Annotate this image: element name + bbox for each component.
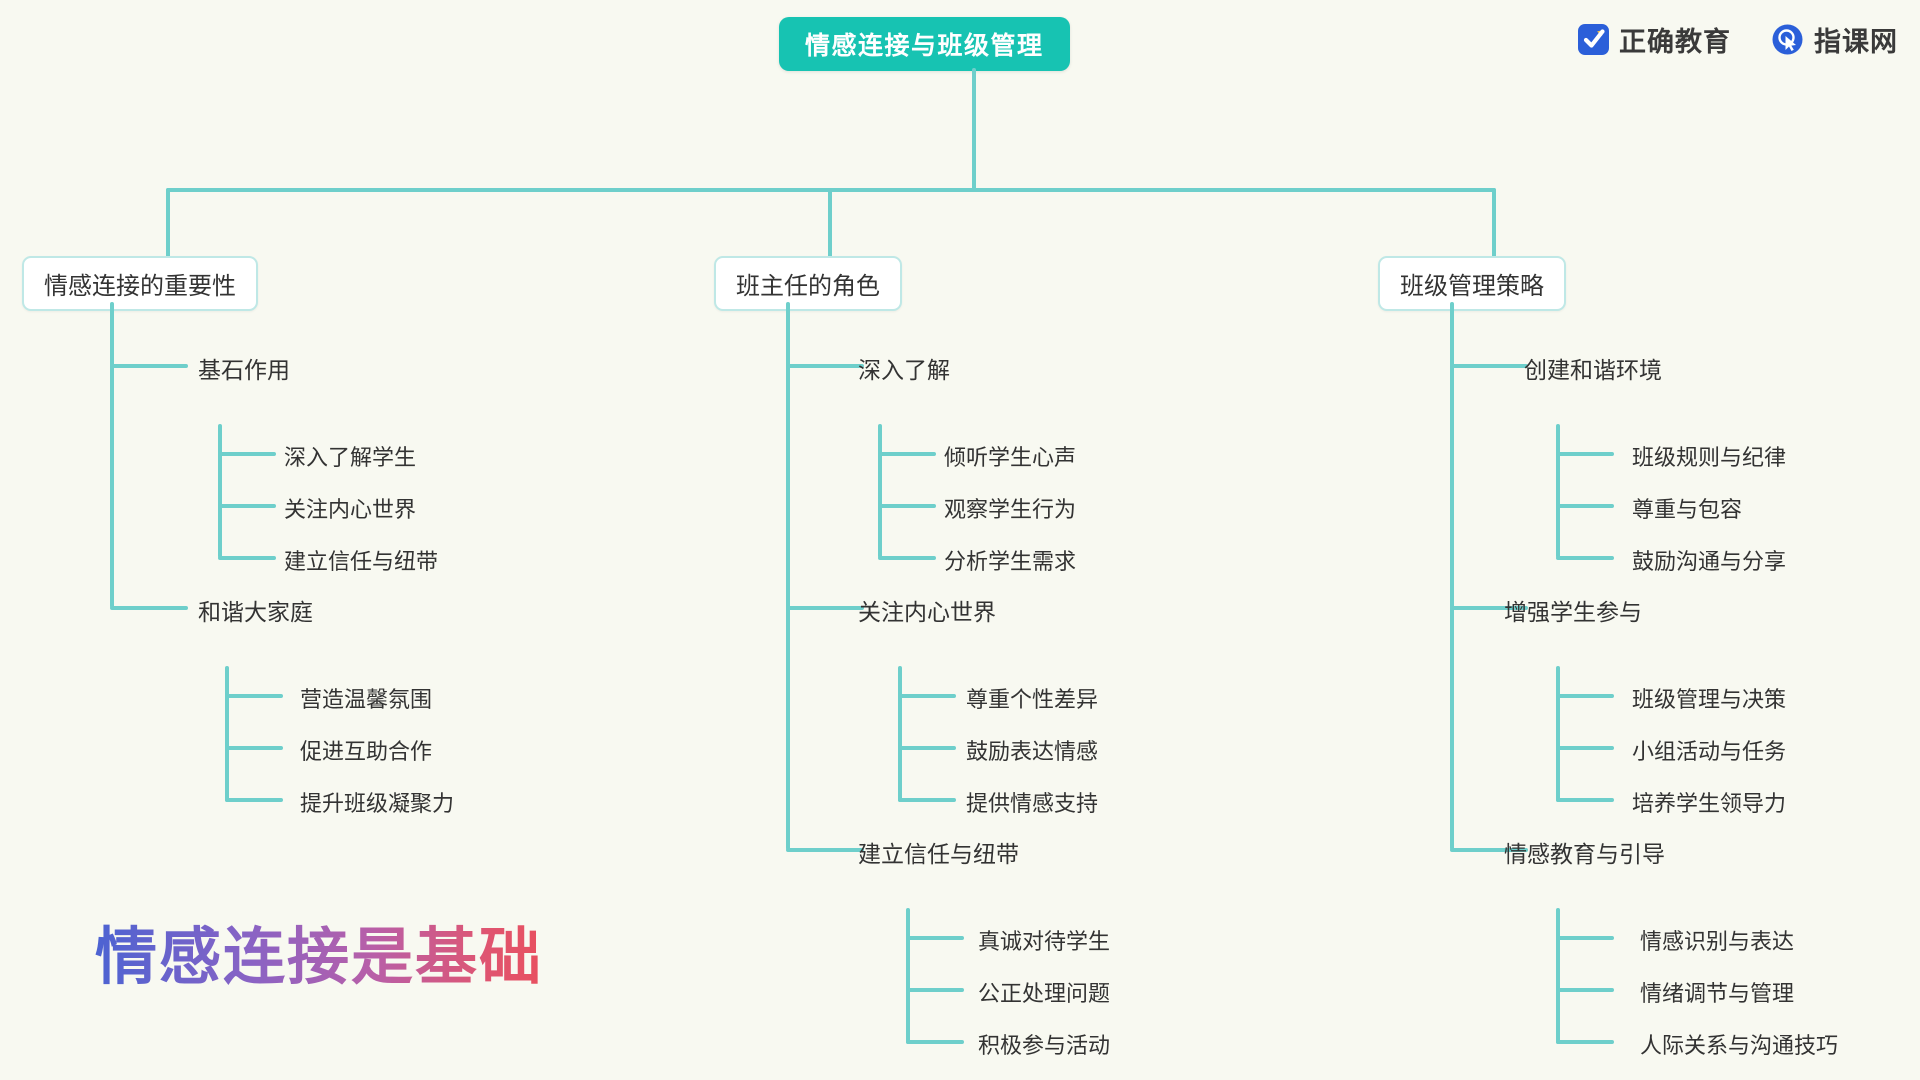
group-label-2-2[interactable]: 关注内心世界 — [858, 599, 996, 625]
connector-branch2-group3-stub — [786, 848, 864, 852]
leaf-label-2-2-2[interactable]: 鼓励表达情感 — [966, 739, 1099, 764]
connector-branch-drop-1 — [166, 188, 170, 258]
connector-branch3-group1-stub — [1450, 364, 1528, 368]
connector-g33-spine — [1556, 908, 1560, 1044]
root-node[interactable]: 情感连接与班级管理 — [779, 17, 1070, 71]
group-label-3-3[interactable]: 情感教育与引导 — [1504, 841, 1665, 867]
connector-g12-c1 — [225, 694, 283, 698]
brand-zhike[interactable]: 指课网 — [1771, 20, 1898, 59]
leaf-label-3-1-2[interactable]: 尊重与包容 — [1632, 497, 1743, 522]
connector-g32-c1 — [1556, 694, 1614, 698]
branch-node-3[interactable]: 班级管理策略 — [1378, 256, 1566, 311]
connector-g23-c1 — [906, 936, 964, 940]
leaf-label-1-1-2[interactable]: 关注内心世界 — [284, 497, 417, 522]
connector-g32-c2 — [1556, 746, 1614, 750]
connector-g23-spine — [906, 908, 910, 1044]
connector-g11-c3 — [218, 556, 276, 560]
leaf-label-2-1-2[interactable]: 观察学生行为 — [944, 497, 1077, 522]
leaf-label-2-2-1[interactable]: 尊重个性差异 — [966, 687, 1099, 712]
group-label-1-1[interactable]: 基石作用 — [198, 357, 290, 383]
leaf-label-3-3-1[interactable]: 情感识别与表达 — [1640, 929, 1795, 954]
connector-g31-spine — [1556, 424, 1560, 558]
connector-branch3-group2-stub — [1450, 606, 1528, 610]
connector-g33-c3 — [1556, 1040, 1614, 1044]
leaf-label-3-2-1[interactable]: 班级管理与决策 — [1632, 687, 1787, 712]
leaf-label-2-1-3[interactable]: 分析学生需求 — [944, 549, 1077, 574]
branch-node-2[interactable]: 班主任的角色 — [714, 256, 902, 311]
connector-branch1-group1-stub — [110, 364, 188, 368]
connector-g23-c3 — [906, 1040, 964, 1044]
connector-g21-c3 — [878, 556, 936, 560]
branch-node-1[interactable]: 情感连接的重要性 — [22, 256, 258, 311]
check-badge-icon — [1578, 24, 1609, 55]
leaf-label-2-3-3[interactable]: 积极参与活动 — [978, 1033, 1111, 1058]
leaf-label-3-3-3[interactable]: 人际关系与沟通技巧 — [1640, 1033, 1839, 1058]
connector-g21-c1 — [878, 452, 936, 456]
connector-branch3-group3-stub — [1450, 848, 1528, 852]
connector-branch-drop-2 — [828, 188, 832, 258]
group-label-2-1[interactable]: 深入了解 — [858, 357, 950, 383]
connector-branch-drop-3 — [1492, 188, 1496, 258]
connector-g12-c2 — [225, 746, 283, 750]
leaf-label-1-1-1[interactable]: 深入了解学生 — [284, 445, 417, 470]
connector-g32-spine — [1556, 666, 1560, 802]
connector-g31-c1 — [1556, 452, 1614, 456]
leaf-label-1-2-1[interactable]: 营造温馨氛围 — [300, 687, 433, 712]
leaf-label-3-3-2[interactable]: 情绪调节与管理 — [1640, 981, 1795, 1006]
group-label-1-2[interactable]: 和谐大家庭 — [198, 599, 313, 625]
connector-g33-c1 — [1556, 936, 1614, 940]
leaf-label-3-1-1[interactable]: 班级规则与纪律 — [1632, 445, 1787, 470]
headline-text: 情感连接是基础 — [95, 906, 543, 996]
connector-g33-c2 — [1556, 988, 1614, 992]
brand-bar: 正确教育 指课网 — [1578, 20, 1898, 59]
connector-g22-c2 — [898, 746, 956, 750]
connector-g21-spine — [878, 424, 882, 558]
connector-g11-spine — [218, 424, 222, 558]
connector-g12-spine — [225, 666, 229, 802]
connector-root-stem — [972, 68, 976, 190]
connector-g31-c2 — [1556, 504, 1614, 508]
leaf-label-3-2-3[interactable]: 培养学生领导力 — [1632, 791, 1787, 816]
connector-branch3-spine — [1450, 302, 1454, 850]
leaf-label-1-1-3[interactable]: 建立信任与纽带 — [284, 549, 439, 574]
group-label-3-2[interactable]: 增强学生参与 — [1504, 599, 1642, 625]
connector-g11-c1 — [218, 452, 276, 456]
connector-g22-c3 — [898, 798, 956, 802]
brand-zhike-label: 指课网 — [1814, 27, 1898, 57]
connector-g11-c2 — [218, 504, 276, 508]
leaf-label-3-2-2[interactable]: 小组活动与任务 — [1632, 739, 1787, 764]
leaf-label-1-2-3[interactable]: 提升班级凝聚力 — [300, 791, 455, 816]
connector-g12-c3 — [225, 798, 283, 802]
cursor-circle-icon — [1771, 23, 1804, 56]
connector-g32-c3 — [1556, 798, 1614, 802]
connector-g21-c2 — [878, 504, 936, 508]
connector-branch1-spine — [110, 302, 114, 608]
leaf-label-2-1-1[interactable]: 倾听学生心声 — [944, 445, 1077, 470]
group-label-3-1[interactable]: 创建和谐环境 — [1524, 357, 1662, 383]
connector-g22-spine — [898, 666, 902, 802]
connector-branch2-spine — [786, 302, 790, 850]
connector-g31-c3 — [1556, 556, 1614, 560]
leaf-label-1-2-2[interactable]: 促进互助合作 — [300, 739, 433, 764]
connector-branch1-group2-stub — [110, 606, 188, 610]
brand-zhengque-label: 正确教育 — [1619, 27, 1731, 57]
connector-g23-c2 — [906, 988, 964, 992]
group-label-2-3[interactable]: 建立信任与纽带 — [858, 841, 1019, 867]
leaf-label-2-3-1[interactable]: 真诚对待学生 — [978, 929, 1111, 954]
leaf-label-2-2-3[interactable]: 提供情感支持 — [966, 791, 1099, 816]
connector-branch2-group1-stub — [786, 364, 864, 368]
brand-zhengque[interactable]: 正确教育 — [1578, 20, 1731, 59]
connector-branch2-group2-stub — [786, 606, 864, 610]
leaf-label-2-3-2[interactable]: 公正处理问题 — [978, 981, 1111, 1006]
connector-g22-c1 — [898, 694, 956, 698]
leaf-label-3-1-3[interactable]: 鼓励沟通与分享 — [1632, 549, 1787, 574]
